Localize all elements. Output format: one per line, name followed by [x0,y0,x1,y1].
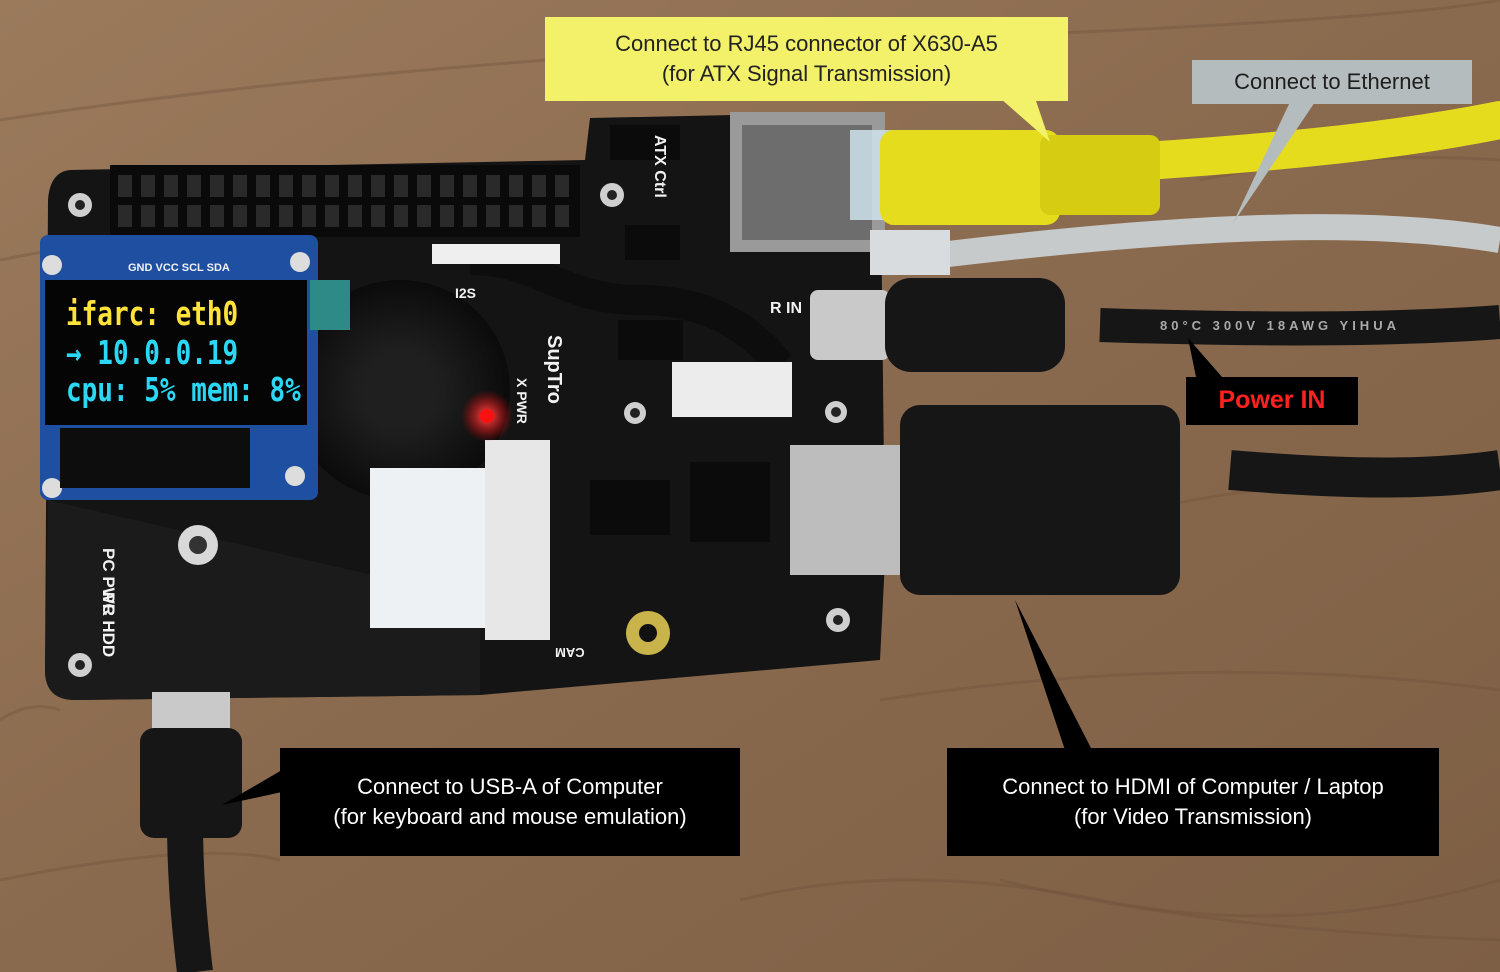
oled-pin-label: GND VCC SCL SDA [128,262,230,274]
usb-cable [167,819,213,972]
gpio-pin [486,175,500,197]
gpio-pin [141,205,155,227]
gpio-pin [233,175,247,197]
gpio-pin [302,175,316,197]
r-in-label: R IN [770,300,802,317]
gpio-pin [440,205,454,227]
gpio-pin [348,175,362,197]
gpio-pin [279,175,293,197]
i2s-label: I2S [455,285,477,301]
usb-callout-line2: (for keyboard and mouse emulation) [333,804,687,829]
power-cable [1099,305,1500,346]
yellow-ethernet-cable [1141,101,1500,179]
ethernet-callout-line1: Connect to Ethernet [1234,69,1430,95]
rj45-callout-pointer [1000,98,1050,142]
pcb-lower [45,500,480,700]
gpio-pin [348,205,362,227]
gpio-pin [164,175,178,197]
hdmi-callout-line2: (for Video Transmission) [1073,804,1312,829]
gpio-pin [440,175,454,197]
power-in-callout-text: Power IN [1218,386,1326,415]
gpio-pin [555,175,569,197]
gpio-pin [371,205,385,227]
gpio-pin [394,175,408,197]
gpio-pin [486,205,500,227]
gpio-pin [256,205,270,227]
chips [590,125,770,542]
hdmi-callout-pointer [1015,600,1092,750]
gpio-pin [118,205,132,227]
gpio-pin [463,175,477,197]
gpio-pin [371,175,385,197]
gpio-pin [532,175,546,197]
usb-callout: Connect to USB-A of Computer (for keyboa… [280,748,740,856]
gpio-pin [509,205,523,227]
gpio-pin [164,205,178,227]
gpio-pin [118,175,132,197]
black-wire-harness [469,245,792,375]
x-pwr-connector [672,362,792,417]
cable-print-label: 80°C 300V 18AWG YIHUA [1160,318,1400,333]
gpio-pin [417,205,431,227]
gpio-pin [141,175,155,197]
oled-line-ip: → 10.0.0.19 [66,335,239,373]
rj45-port-icon [730,112,1160,275]
power-in-callout: Power IN [1186,377,1358,425]
power-callout-pointer [1188,338,1222,377]
gpio-pin [555,205,569,227]
camera-connector [485,440,550,640]
gpio-pin [302,205,316,227]
oled-line-stats: cpu: 5% mem: 8% [66,372,301,410]
gpio-pin [325,175,339,197]
ethernet-callout-pointer [1232,102,1315,225]
gpio-pin [325,205,339,227]
led-icon [461,390,513,442]
rj45-callout-line1: Connect to RJ45 connector of X630-A5 [615,31,998,57]
gpio-pin [210,205,224,227]
hdmi-callout-line1: Connect to HDMI of Computer / Laptop [1002,774,1384,800]
rj45-callout-line2: (for ATX Signal Transmission) [661,61,952,86]
i2s-connector [432,244,560,264]
hdmi-callout: Connect to HDMI of Computer / Laptop (fo… [947,748,1439,856]
suptro-label: SupTro [543,335,565,404]
gpio-pin [279,205,293,227]
cam-label: CAM [555,645,585,660]
gpio-pin [187,205,201,227]
gpio-pin [463,205,477,227]
oled-line-interface: ifarc: eth0 [66,296,239,334]
gpio-pin [256,175,270,197]
hdmi-port-icon [790,405,1180,595]
pc-hdd-label: PC HDD [99,592,118,658]
atx-ctrl-label: ATX Ctrl [651,135,668,198]
usb-callout-line1: Connect to USB-A of Computer [357,774,663,800]
grey-ethernet-cable [938,214,1500,268]
rj45-callout: Connect to RJ45 connector of X630-A5 (fo… [545,17,1068,101]
gpio-pin [187,175,201,197]
oled-display-icon [40,235,350,500]
gpio-pin [233,205,247,227]
fan-icon [290,280,510,500]
usb-callout-pointer [222,770,282,805]
x-pwr-label: X PWR [514,378,530,424]
gpio-header [110,165,580,237]
gpio-pin [532,205,546,227]
gpio-pin [417,175,431,197]
ethernet-callout: Connect to Ethernet [1192,60,1472,104]
gpio-pin [509,175,523,197]
usb-c-port-icon [810,278,1065,372]
hdmi-cable [1228,450,1500,498]
camera-ribbon-cable [370,468,490,628]
gpio-pin [210,175,224,197]
gpio-pin [394,205,408,227]
usb-c-bottom-plug [140,692,242,838]
